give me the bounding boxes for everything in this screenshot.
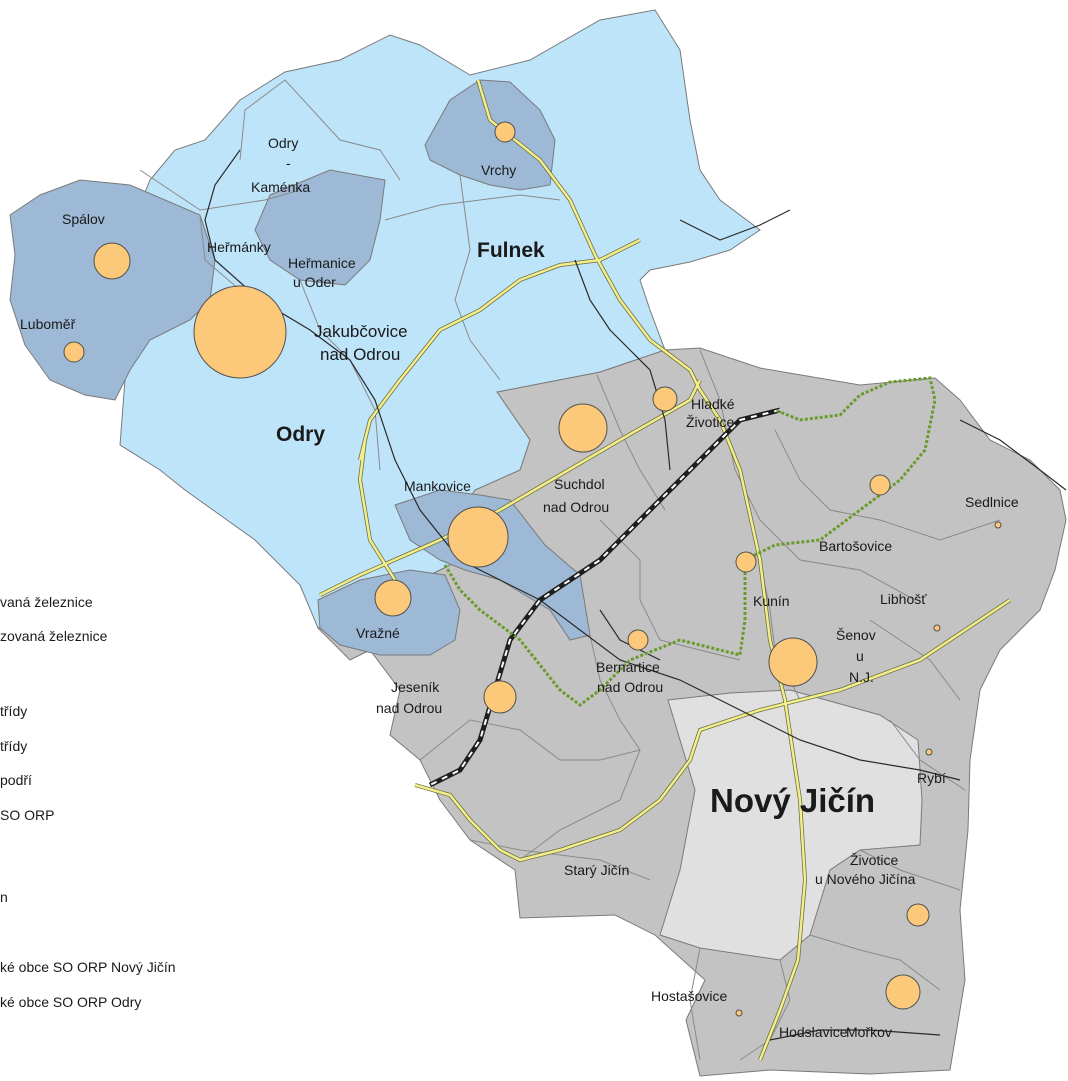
label-jesenik-2: nad Odrou [376, 700, 442, 716]
label-spalov: Spálov [62, 211, 105, 227]
label-odry-kamenka-1: Odry [268, 135, 298, 151]
label-libhost: Libhošť [880, 591, 927, 607]
symbol-spalov [93, 242, 131, 280]
label-stary-jicin: Starý Jičín [564, 862, 629, 878]
legend-item-electrified-railway: vaná železnice [0, 594, 93, 610]
label-kunin: Kunín [753, 593, 790, 609]
label-odry-kamenka-2: - [286, 155, 291, 171]
symbol-kunin [735, 551, 757, 573]
label-hodslavice: Hodslavice [779, 1024, 848, 1040]
symbol-senov [768, 637, 818, 687]
symbol-morkov [885, 974, 921, 1010]
label-hermanice-1: Heřmanice [288, 255, 356, 271]
label-odry: Odry [276, 423, 325, 446]
label-vrchy: Vrchy [481, 162, 516, 178]
label-morkov: Mořkov [846, 1024, 892, 1040]
label-hostasovice: Hostašovice [651, 988, 727, 1004]
region-labels: Odry Fulnek Nový Jičín [276, 239, 875, 819]
label-hermanice-2: u Oder [293, 274, 336, 290]
label-jakubcovice-2: nad Odrou [320, 345, 400, 364]
legend-item-protected: podří [0, 772, 32, 788]
label-fulnek: Fulnek [477, 239, 545, 262]
symbol-zivotice-nj [906, 903, 930, 927]
symbol-hladke-zivotice [652, 386, 678, 412]
symbol-odry [193, 285, 287, 379]
protected-area-border [443, 376, 937, 707]
municipal-boundaries [139, 79, 1001, 1061]
legend-item-orp-boundary: SO ORP [0, 807, 54, 823]
label-rybi: Rybí [917, 770, 946, 786]
label-lubomer: Luboměř [20, 316, 76, 332]
label-jesenik-1: Jeseník [391, 679, 440, 695]
label-senov-1: Šenov [836, 627, 876, 643]
symbol-jesenik [483, 680, 517, 714]
label-zivotice-2: u Nového Jičína [815, 871, 916, 887]
symbol-fulnek-area-vrchy [494, 121, 516, 143]
orp-odry-fulnek-area [119, 9, 761, 629]
municipality-symbols [63, 121, 1002, 1017]
label-senov-2: u [856, 648, 864, 664]
symbol-vrazne [374, 579, 412, 617]
legend-item-railway: zovaná železnice [0, 628, 108, 644]
label-bernartice-1: Bernartice [596, 659, 660, 675]
label-zivotice-1: Životice [850, 852, 898, 868]
label-mankovice: Mankovice [404, 478, 471, 494]
label-suchdol-2: nad Odrou [543, 499, 609, 515]
symbol-suchdol [558, 403, 608, 453]
label-senov-3: N.J. [849, 669, 874, 685]
label-suchdol-1: Suchdol [554, 476, 605, 492]
label-vrazne: Vražné [356, 625, 400, 641]
legend-item-road-1: třídy [0, 703, 27, 719]
symbol-hostasovice [735, 1009, 743, 1017]
legend: vaná železnice zovaná železnice třídy tř… [0, 594, 176, 1010]
label-novy-jicin: Nový Jičín [710, 782, 875, 819]
label-hermanky: Heřmánky [207, 239, 271, 255]
label-sedlnice: Sedlnice [965, 494, 1019, 510]
symbol-rybi [925, 748, 933, 756]
symbol-lubomer [63, 341, 85, 363]
legend-item-road-2: třídy [0, 738, 27, 754]
vrchy-area [424, 79, 556, 191]
spalov-lubomer-area [9, 179, 216, 401]
label-bernartice-2: nad Odrou [597, 679, 663, 695]
electrified-railway [428, 407, 781, 788]
symbol-bernartice [627, 629, 649, 651]
label-hladke-1: Hladké [691, 396, 735, 412]
symbol-bartosovice [869, 474, 891, 496]
symbol-libhost [933, 624, 941, 632]
label-jakubcovice-1: Jakubčovice [314, 322, 408, 341]
symbol-mankovice [447, 506, 509, 568]
legend-item-n: n [0, 889, 8, 905]
symbol-sedlnice [994, 521, 1002, 529]
label-hladke-2: Životice [686, 414, 734, 430]
hermanice-area [254, 169, 386, 286]
label-bartosovice: Bartošovice [819, 538, 892, 554]
legend-item-odry-municipalities: ké obce SO ORP Odry [0, 994, 141, 1010]
roads [319, 79, 1012, 1061]
novy-jicin-town-area [659, 689, 923, 961]
label-odry-kamenka-3: Kaménka [251, 179, 310, 195]
municipality-labels: Odry - Kaménka Vrchy Spálov Heřmánky Heř… [20, 135, 1019, 1040]
legend-item-nj-municipalities: ké obce SO ORP Nový Jičín [0, 959, 176, 975]
